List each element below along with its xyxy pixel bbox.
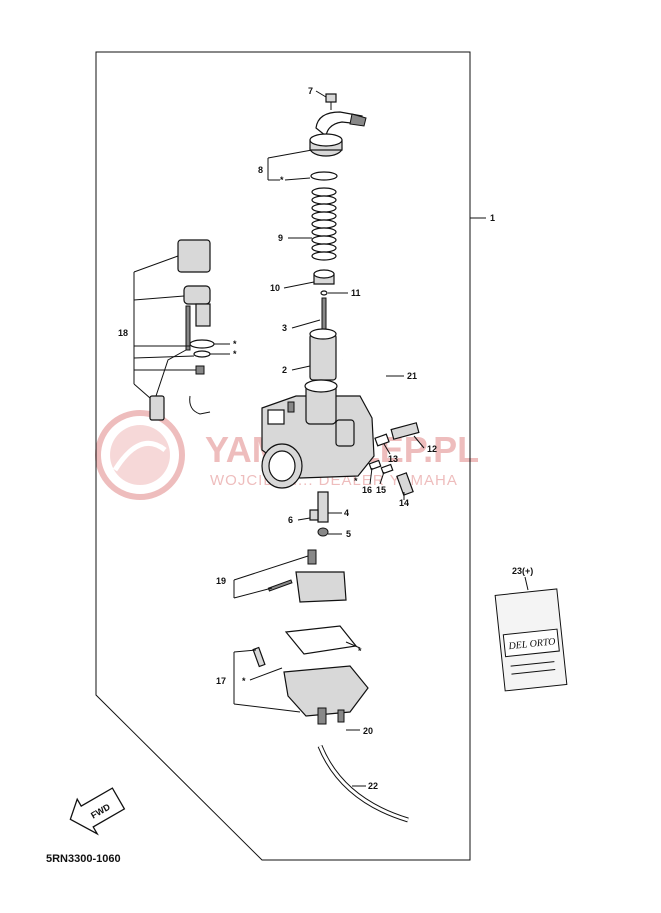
asterisk-mark-4: * [233,349,237,359]
part-label-14: 14 [399,498,409,508]
carb-top-assembly [309,93,367,157]
asterisk-mark: * [280,175,284,185]
part-label-16: 16 [362,485,372,495]
part-label-9: 9 [278,233,283,243]
throttle-spring [311,187,337,261]
part-label-1: 1 [490,213,495,223]
watermark-logo-icon [95,410,185,500]
part-label-12: 12 [427,444,437,454]
float-bowl [252,646,369,725]
part-label-18: 18 [118,328,128,338]
asterisk-mark-6: * [242,676,246,686]
asterisk-mark-3: * [233,339,237,349]
part-label-17: 17 [216,676,226,686]
part-label-11: 11 [351,288,361,298]
asterisk-mark-5: * [358,646,362,656]
part-label-3: 3 [282,323,287,333]
fwd-arrow-icon: FWD [69,787,126,836]
diagram-code: 5RN3300-1060 [46,853,121,865]
part-label-13: 13 [388,454,398,464]
asterisk-mark-2: * [354,476,358,486]
kit-label: 23(+) [512,566,533,576]
choke-assembly [149,239,215,421]
part-label-5: 5 [346,529,351,539]
kit-brand-text: DEL ORTO [507,636,556,652]
part-label-7: 7 [308,86,313,96]
part-label-10: 10 [270,283,280,293]
assembly-frame [95,51,471,861]
part-label-6: 6 [288,515,293,525]
part-label-21: 21 [407,371,417,381]
part-label-4: 4 [344,508,349,518]
float-assembly [267,549,347,603]
part-label-8: 8 [258,165,263,175]
repair-kit-bag: DEL ORTO [494,588,568,692]
part-label-20: 20 [363,726,373,736]
carburetor-body [261,379,375,489]
part-label-19: 19 [216,576,226,586]
part-label-22: 22 [368,781,378,791]
part-label-2: 2 [282,365,287,375]
part-label-15: 15 [376,485,386,495]
